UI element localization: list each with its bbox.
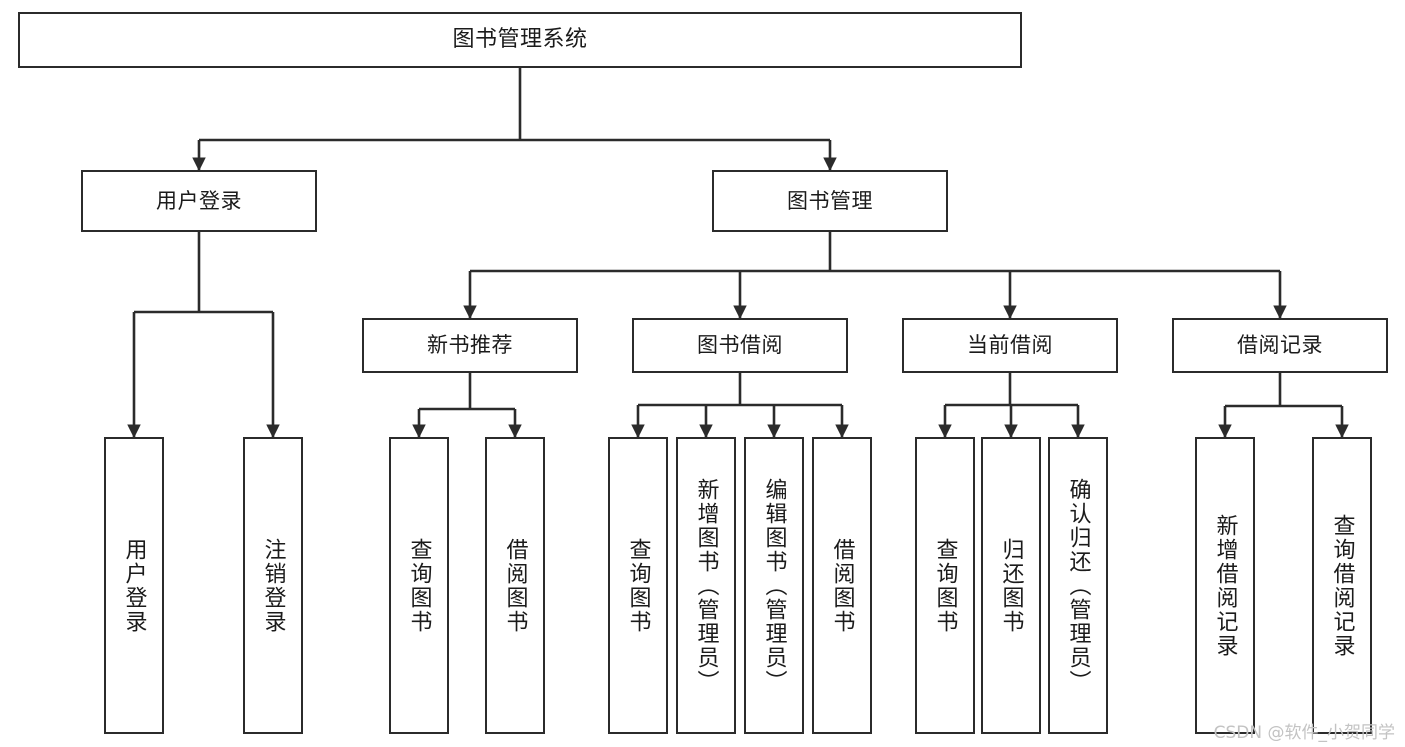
node-leaf-borrow-book[interactable]: 借阅图书: [812, 437, 872, 734]
node-label: 新增借阅记录: [1212, 513, 1238, 658]
node-leaf-query-book-new[interactable]: 查询图书: [389, 437, 449, 734]
node-leaf-add-book-admin[interactable]: 新增图书（管理员）: [676, 437, 736, 734]
node-leaf-confirm-return-admin[interactable]: 确认归还（管理员）: [1048, 437, 1108, 734]
node-leaf-logout[interactable]: 注销登录: [243, 437, 303, 734]
node-label: 图书管理系统: [452, 27, 588, 53]
watermark-text: CSDN @软件_小贺同学: [1213, 723, 1395, 743]
node-leaf-add-borrow-record[interactable]: 新增借阅记录: [1195, 437, 1255, 734]
node-current-borrowing[interactable]: 当前借阅: [902, 318, 1118, 373]
node-label: 确认归还（管理员）: [1065, 477, 1091, 694]
node-label: 当前借阅: [967, 333, 1053, 358]
node-new-book-recommendation[interactable]: 新书推荐: [362, 318, 578, 373]
node-leaf-query-book-current[interactable]: 查询图书: [915, 437, 975, 734]
node-label: 图书管理: [787, 188, 873, 213]
node-label: 借阅图书: [829, 537, 855, 634]
node-book-management[interactable]: 图书管理: [712, 170, 948, 232]
node-label: 查询借阅记录: [1329, 513, 1355, 658]
node-label: 借阅记录: [1237, 333, 1323, 358]
node-label: 图书借阅: [697, 333, 783, 358]
node-label: 用户登录: [121, 537, 147, 634]
node-label: 新书推荐: [427, 333, 513, 358]
node-leaf-user-login[interactable]: 用户登录: [104, 437, 164, 734]
node-book-borrowing[interactable]: 图书借阅: [632, 318, 848, 373]
node-label: 查询图书: [932, 537, 958, 634]
node-label: 编辑图书（管理员）: [761, 477, 787, 694]
node-leaf-edit-book-admin[interactable]: 编辑图书（管理员）: [744, 437, 804, 734]
node-user-login[interactable]: 用户登录: [81, 170, 317, 232]
node-leaf-query-book-borrow[interactable]: 查询图书: [608, 437, 668, 734]
node-label: 借阅图书: [502, 537, 528, 634]
node-label: 查询图书: [625, 537, 651, 634]
node-label: 注销登录: [260, 537, 286, 634]
node-label: 用户登录: [156, 188, 242, 213]
node-leaf-return-book[interactable]: 归还图书: [981, 437, 1041, 734]
node-label: 归还图书: [998, 537, 1024, 634]
node-leaf-borrow-book-new[interactable]: 借阅图书: [485, 437, 545, 734]
node-label: 查询图书: [406, 537, 432, 634]
node-borrowing-record[interactable]: 借阅记录: [1172, 318, 1388, 373]
node-root-book-management-system[interactable]: 图书管理系统: [18, 12, 1022, 68]
node-label: 新增图书（管理员）: [693, 477, 719, 694]
node-leaf-query-borrow-record[interactable]: 查询借阅记录: [1312, 437, 1372, 734]
